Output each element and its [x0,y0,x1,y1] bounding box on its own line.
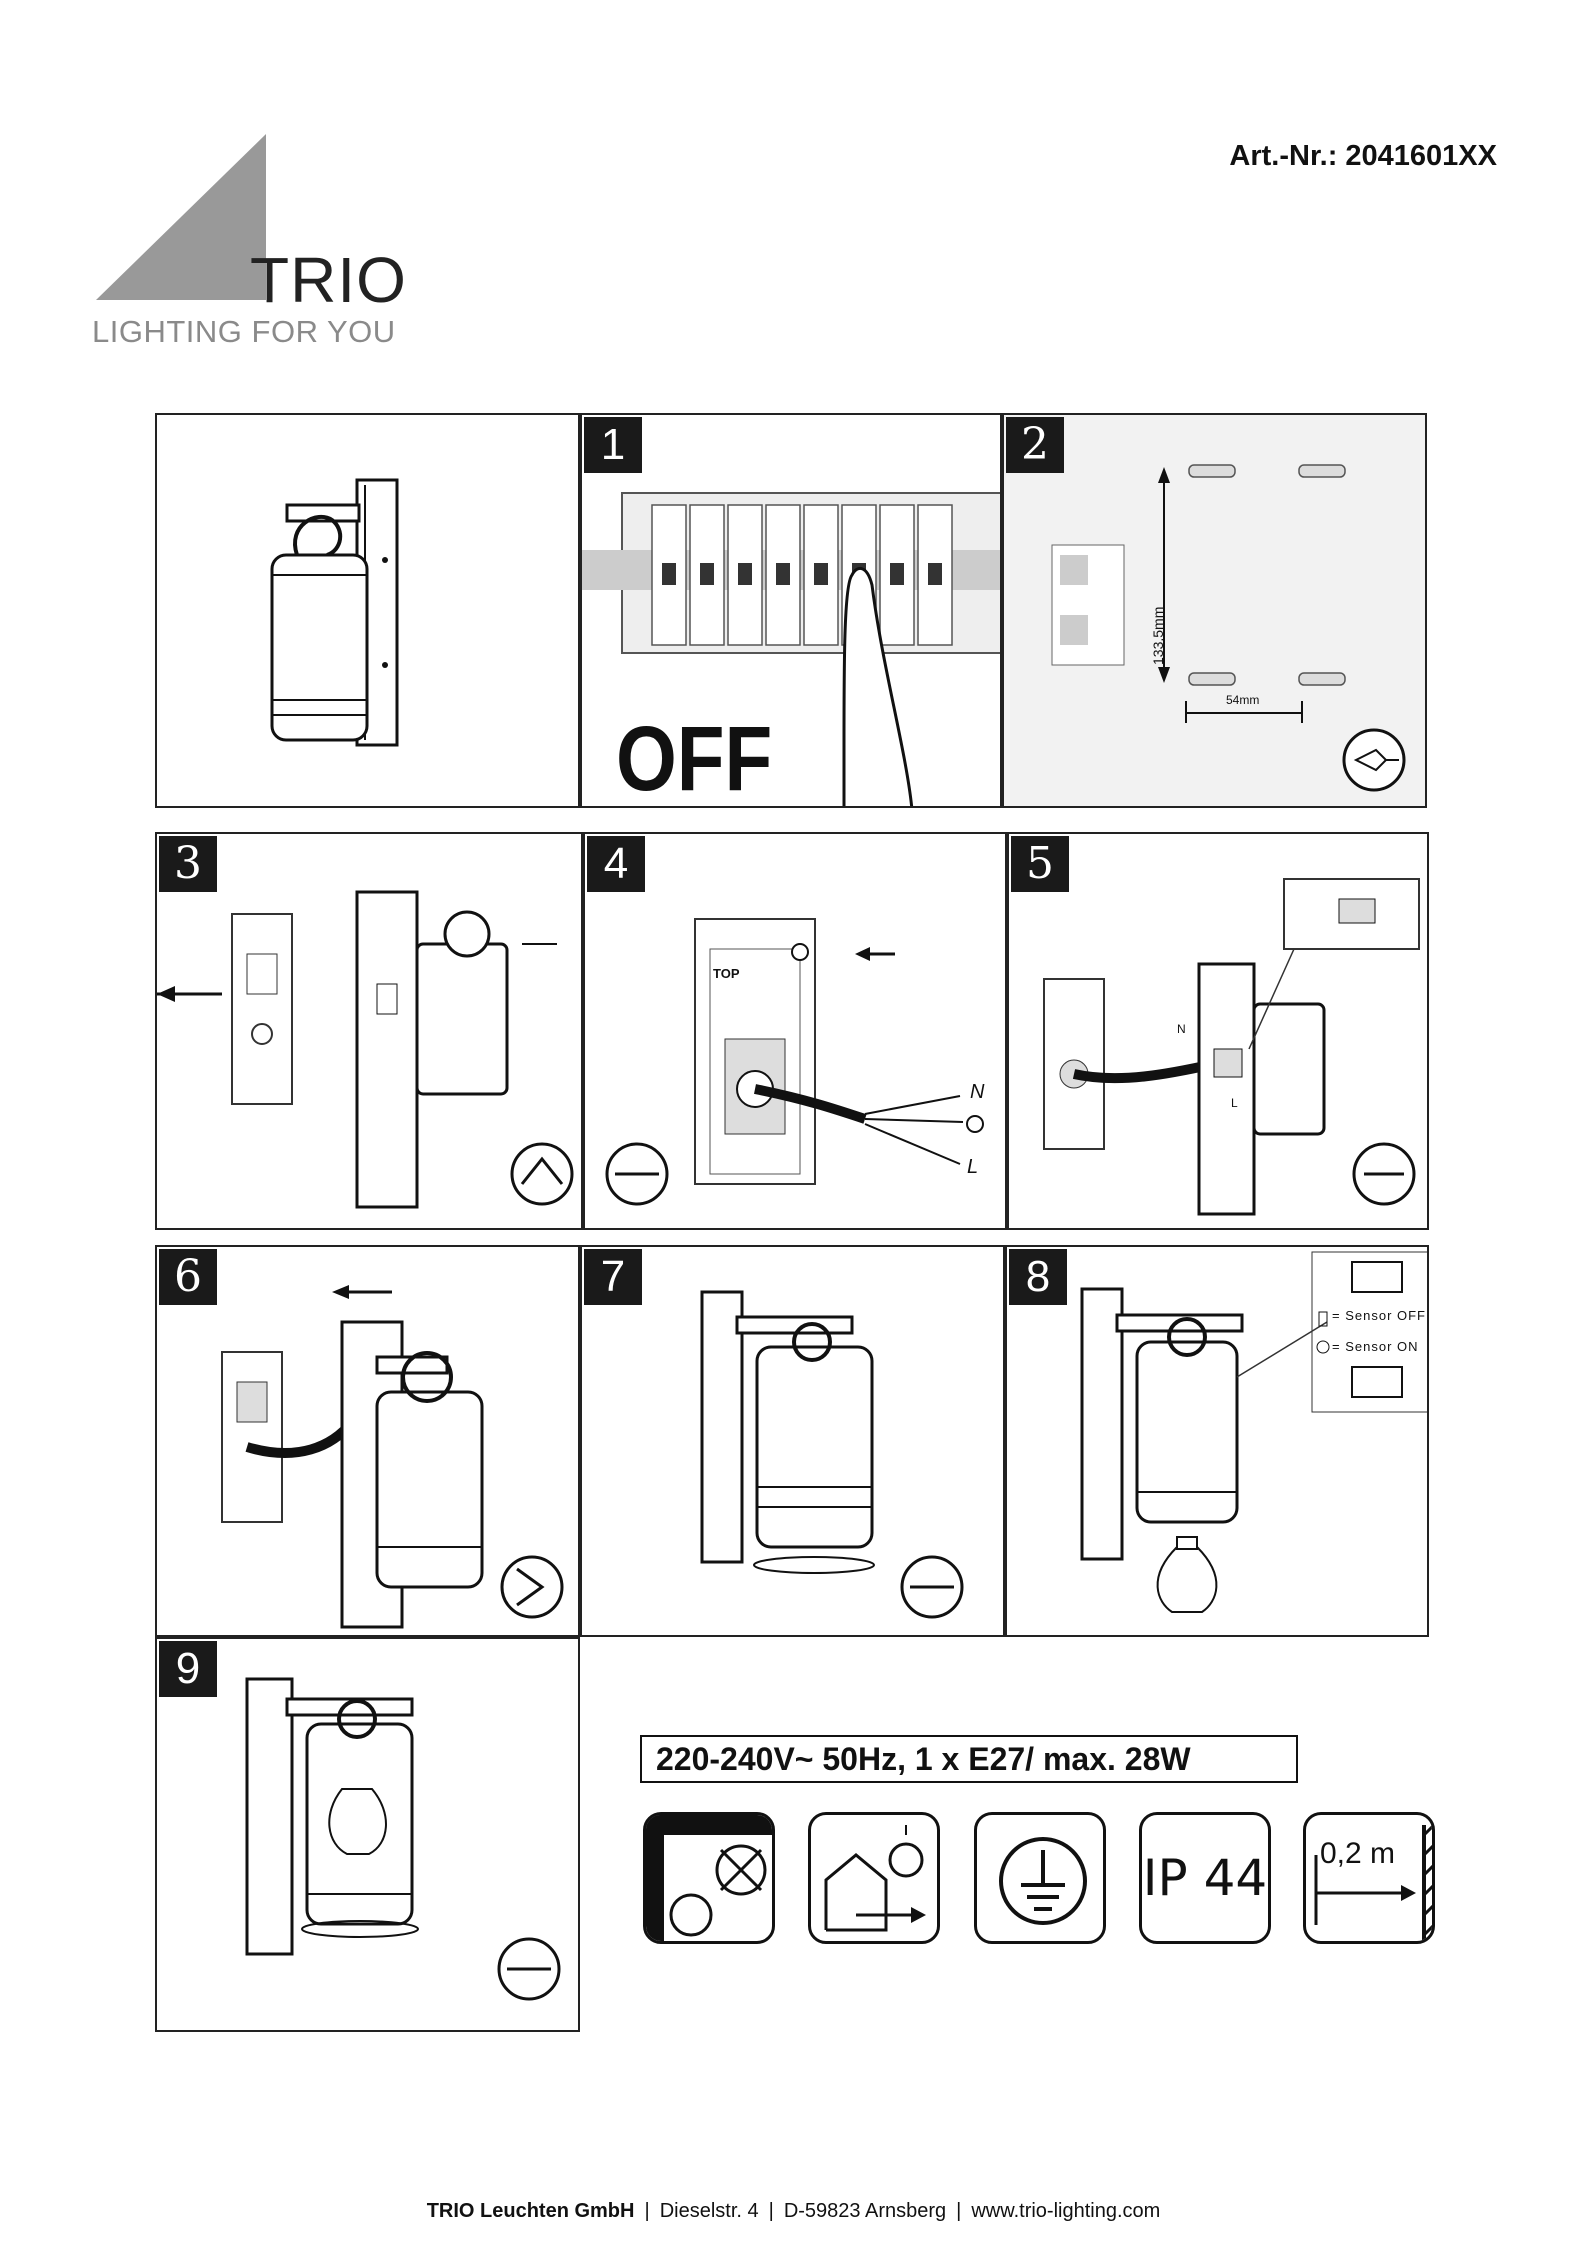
neutral-label: N [1177,1022,1186,1036]
panel-product [155,413,580,808]
electrical-rating: 220-240V~ 50Hz, 1 x E27/ max. 28W [640,1735,1298,1783]
final-assembly-icon [157,1639,580,2032]
neutral-label: N [970,1081,984,1104]
fix-lamp-icon [582,1247,1005,1637]
earth-ground-icon [974,1812,1106,1944]
top-label: TOP [713,966,740,981]
step-4-number: 4 [587,836,645,892]
bulb-shape-icon [643,1812,775,1944]
footer: TRIO Leuchten GmbH|Dieselstr. 4|D-59823 … [0,2200,1587,2223]
connect-wires-icon [1009,834,1429,1230]
live-label: L [1231,1096,1238,1110]
mount-lamp-icon [157,1247,580,1637]
panel-step-5: N L 5 [1007,832,1429,1230]
distance-icon: 0,2 m [1303,1812,1435,1944]
logo-brand: TRIO [250,243,407,317]
ip44-icon: IP 44 [1139,1812,1271,1944]
bulb-sensor-icon [1007,1247,1429,1637]
footer-company: TRIO Leuchten GmbH [427,2200,635,2222]
lamp-overview-icon [157,415,580,808]
panel-step-9: 9 [155,1637,580,2032]
panel-step-1: OFF 1 [580,413,1002,808]
footer-city: D-59823 Arnsberg [784,2200,946,2222]
step-9-number: 9 [159,1641,217,1697]
off-label: OFF [616,708,772,808]
breaker-off-icon: OFF [582,415,1002,808]
step-7-number: 7 [584,1249,642,1305]
live-label: L [967,1156,978,1179]
height-dimension: 133.5mm [1150,607,1166,665]
step-5-number: 5 [1011,836,1069,892]
panel-step-3: 3 [155,832,583,1230]
panel-step-4: TOP N L 4 [583,832,1007,1230]
sensor-on-label: = Sensor ON [1332,1339,1419,1354]
panel-step-7: 7 [580,1245,1005,1637]
remove-backplate-icon [157,834,583,1230]
trio-logo: TRIO LIGHTING FOR YOU [88,130,408,360]
step-1-number: 1 [584,417,642,473]
step-3-number: 3 [159,836,217,892]
logo-tagline: LIGHTING FOR YOU [92,314,396,350]
panel-step-2: 133.5mm 54mm 2 [1002,413,1427,808]
distance-label: 0,2 m [1320,1837,1395,1871]
drill-template-icon [1004,415,1427,808]
panel-step-6: 6 [155,1245,580,1637]
sensor-off-label: = Sensor OFF [1332,1308,1426,1323]
panel-step-8: = Sensor OFF = Sensor ON 8 [1005,1245,1429,1637]
footer-web[interactable]: www.trio-lighting.com [971,2200,1160,2222]
step-2-number: 2 [1006,417,1064,473]
step-6-number: 6 [159,1249,217,1305]
wiring-backplate-icon [585,834,1007,1230]
footer-street: Dieselstr. 4 [660,2200,759,2222]
article-number: Art.-Nr.: 2041601XX [1229,140,1497,173]
width-dimension: 54mm [1226,693,1259,707]
ip-rating: IP 44 [1142,1815,1268,1941]
step-8-number: 8 [1009,1249,1067,1305]
outdoor-use-icon [808,1812,940,1944]
